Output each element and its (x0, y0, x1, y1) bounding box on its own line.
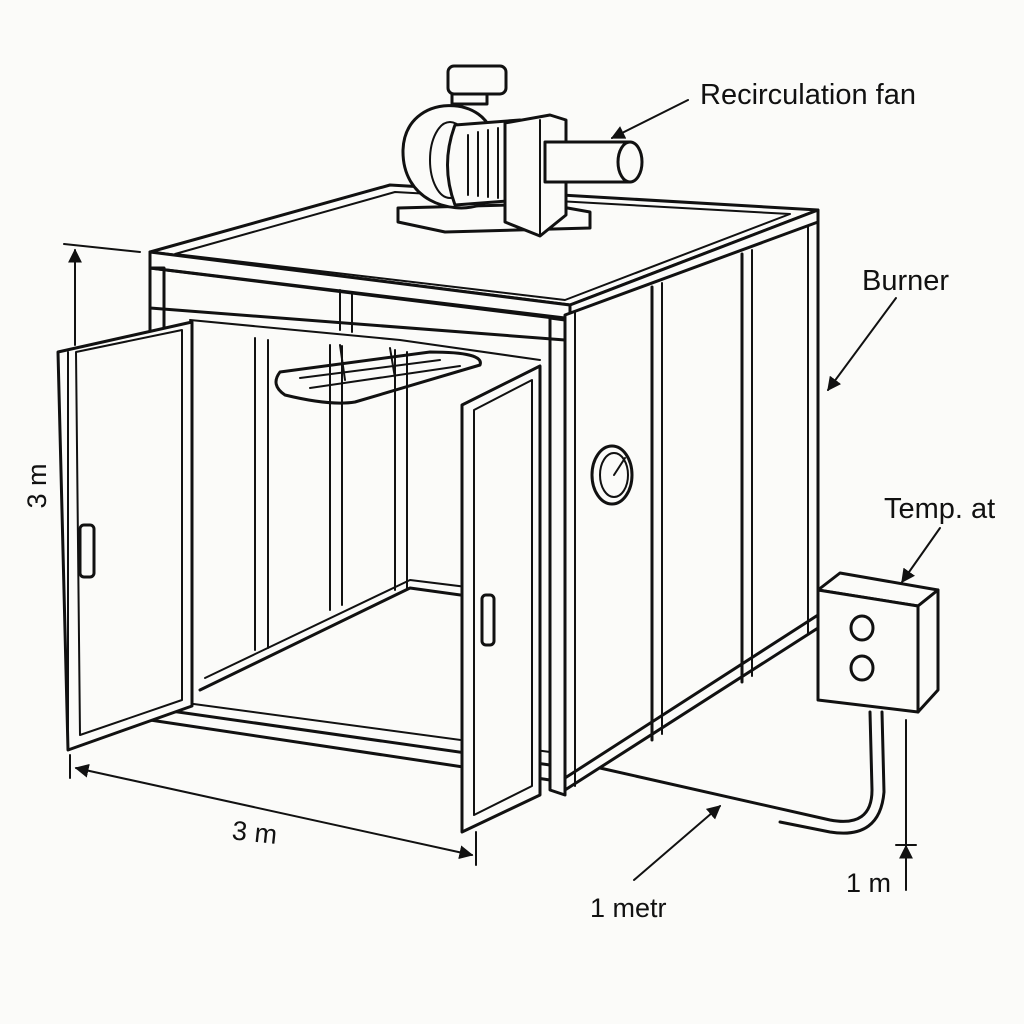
control-knob-bottom-icon (849, 654, 875, 682)
label-control-height: 1 m (846, 868, 891, 898)
booth (148, 183, 820, 797)
control-cable (598, 710, 874, 823)
label-height: 3 m (22, 463, 52, 508)
label-depth: 1 metr (590, 893, 667, 923)
left-door-handle (78, 523, 96, 579)
thermometer-gauge-icon (590, 444, 634, 506)
right-door-handle (480, 593, 496, 647)
label-temp: Temp. at (884, 493, 995, 525)
temperature-control-box (816, 571, 940, 714)
label-width: 3 m (231, 815, 279, 850)
drying-rack (274, 344, 482, 405)
left-door (56, 320, 194, 752)
control-height-dimension (895, 719, 917, 891)
height-dimension (63, 243, 141, 779)
fan-leader (610, 99, 689, 139)
width-dimension (74, 763, 477, 866)
depth-leader (633, 805, 722, 881)
label-recirculation-fan: Recirculation fan (700, 79, 916, 111)
label-burner: Burner (862, 265, 949, 297)
right-door (460, 364, 542, 834)
temp-leader (901, 527, 941, 584)
burner-leader (827, 297, 897, 392)
recirculation-fan (396, 64, 644, 238)
control-knob-top-icon (849, 614, 875, 642)
